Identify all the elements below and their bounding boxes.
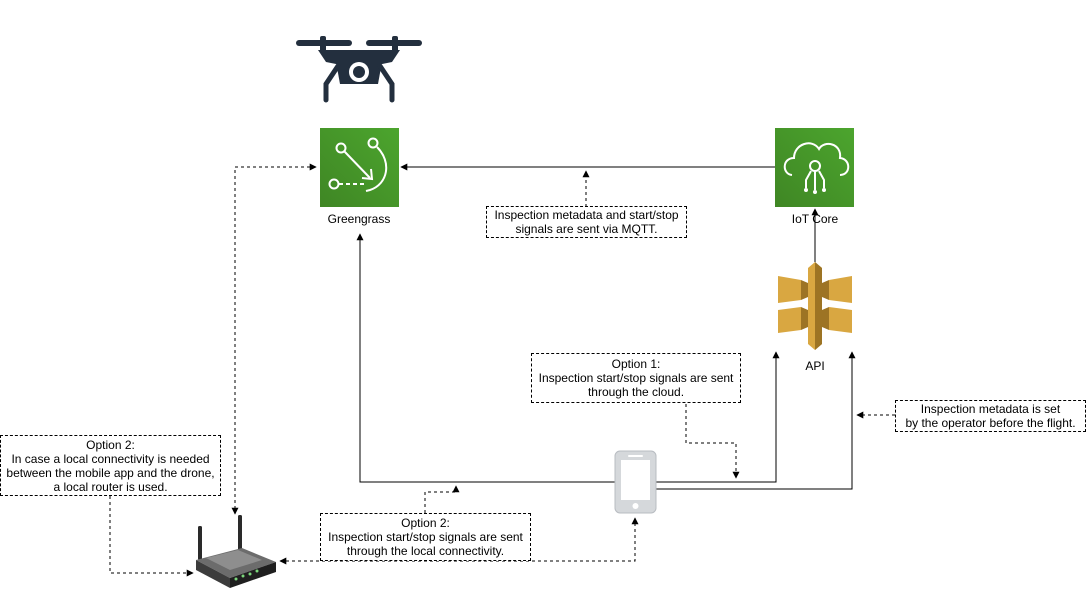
note-line: Inspection start/stop signals are sent [328, 530, 523, 544]
note-metadata: Inspection metadata is set by the operat… [895, 400, 1086, 432]
edge-option2-local-note [424, 485, 460, 513]
note-line: Option 2: [401, 516, 450, 530]
note-option1: Option 1: Inspection start/stop signals … [531, 353, 741, 403]
edge-mobile-to-api-right [656, 351, 856, 490]
edge-greengrass-router [231, 163, 317, 515]
drone-icon [296, 36, 422, 103]
note-line: Inspection metadata is set [920, 402, 1061, 416]
greengrass-label: Greengrass [327, 212, 391, 226]
iot-core-icon [775, 128, 854, 207]
note-line: by the operator before the flight. [905, 416, 1076, 430]
note-mqtt: Inspection metadata and start/stop signa… [486, 206, 687, 238]
note-line: signals are sent via MQTT. [515, 222, 658, 236]
edge-mobile-to-greengrass [356, 233, 616, 483]
edge-mobile-to-api-left [656, 351, 780, 483]
note-line: Inspection metadata and start/stop [494, 208, 679, 222]
note-line: In case a local connectivity is needed [11, 451, 210, 466]
edge-router-mobile [279, 517, 639, 565]
mobile-phone-icon [614, 450, 657, 514]
iot-core-label: IoT Core [791, 212, 839, 226]
router-icon [196, 515, 276, 588]
greengrass-icon [320, 128, 399, 207]
note-option2-local: Option 2: Inspection start/stop signals … [320, 513, 531, 561]
note-line: Option 2: [86, 437, 135, 452]
note-line: Option 1: [611, 357, 661, 371]
note-line: through the local connectivity. [346, 544, 505, 558]
edge-option1-note [685, 404, 740, 479]
connectors [109, 163, 895, 577]
api-gateway-icon [778, 262, 852, 350]
note-option2-router: Option 2: In case a local connectivity i… [0, 435, 221, 496]
note-line: Inspection start/stop signals are sent [538, 371, 734, 385]
note-line: through the cloud. [587, 385, 685, 399]
note-line: between the mobile app and the drone, [6, 465, 215, 480]
note-line: a local router is used. [53, 479, 168, 494]
api-label: API [805, 359, 825, 373]
edge-option2-router-note [109, 496, 194, 577]
